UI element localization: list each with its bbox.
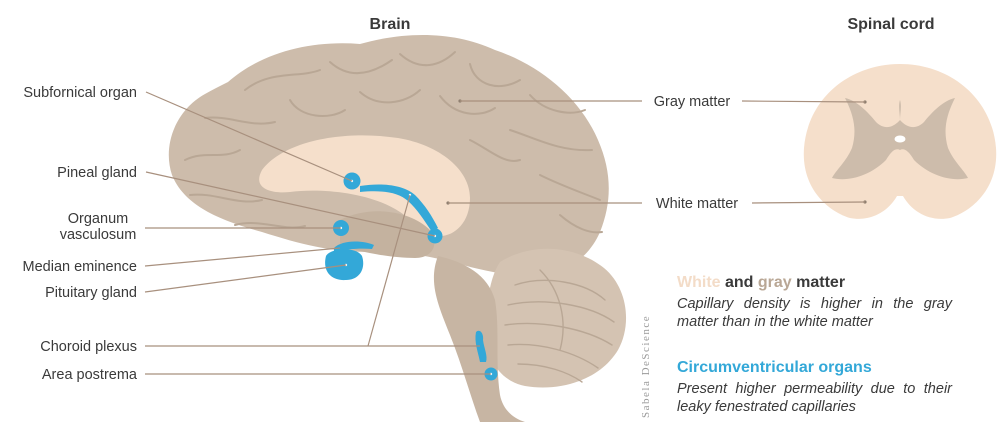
legend-cvo: Circumventricular organs Present higher … [677, 358, 952, 416]
subfornical-leader [145, 91, 353, 182]
cerebellum [485, 248, 627, 388]
label-choroid-plexus: Choroid plexus [40, 339, 137, 355]
label-pituitary-gland: Pituitary gland [45, 285, 137, 301]
brain-illustration [168, 34, 627, 422]
legend-matter-title: White and gray matter [677, 273, 952, 293]
legend-matter-word: matter [791, 274, 846, 291]
legend-cvo-title: Circumventricular organs [677, 359, 872, 376]
gray-matter-leader-right [741, 100, 866, 103]
label-subfornical-organ: Subfornical organ [23, 85, 137, 101]
legend-matter-description: Capillary density is higher in the gray … [677, 296, 952, 330]
label-organum-line2: vasculosum [60, 227, 137, 243]
legend-matter: White and gray matter Capillary density … [677, 273, 952, 331]
central-canal [894, 135, 906, 143]
label-white-matter: White matter [656, 196, 738, 212]
cerebral-sulci [184, 51, 603, 234]
label-median-eminence: Median eminence [23, 259, 137, 275]
median-eminence-leader [144, 247, 341, 267]
leader-lines [144, 91, 866, 375]
spinal-cord-illustration [803, 64, 997, 219]
label-area-postrema: Area postrema [42, 367, 138, 383]
author-credit: Sabela DeScience [640, 314, 652, 418]
legend-and-word: and [720, 274, 758, 291]
pineal-leader [145, 171, 436, 237]
choroid-plexus-branch [367, 194, 411, 347]
label-pineal-gland: Pineal gland [57, 165, 137, 181]
pituitary-leader [144, 264, 347, 293]
legend-gray-word: gray [757, 274, 792, 291]
area-postrema-band [475, 330, 487, 362]
spinal-cord-title: Spinal cord [847, 16, 934, 33]
label-organum-line1: Organum [68, 211, 128, 227]
cerebellum-folia [504, 269, 615, 383]
legend-white-word: White [677, 274, 721, 291]
white-matter-leader-right [751, 201, 866, 204]
legend-cvo-description: Present higher permeability due to their… [677, 381, 952, 415]
label-gray-matter: Gray matter [654, 94, 731, 110]
choroid-plexus-band [360, 184, 438, 232]
brain-title: Brain [370, 16, 411, 33]
